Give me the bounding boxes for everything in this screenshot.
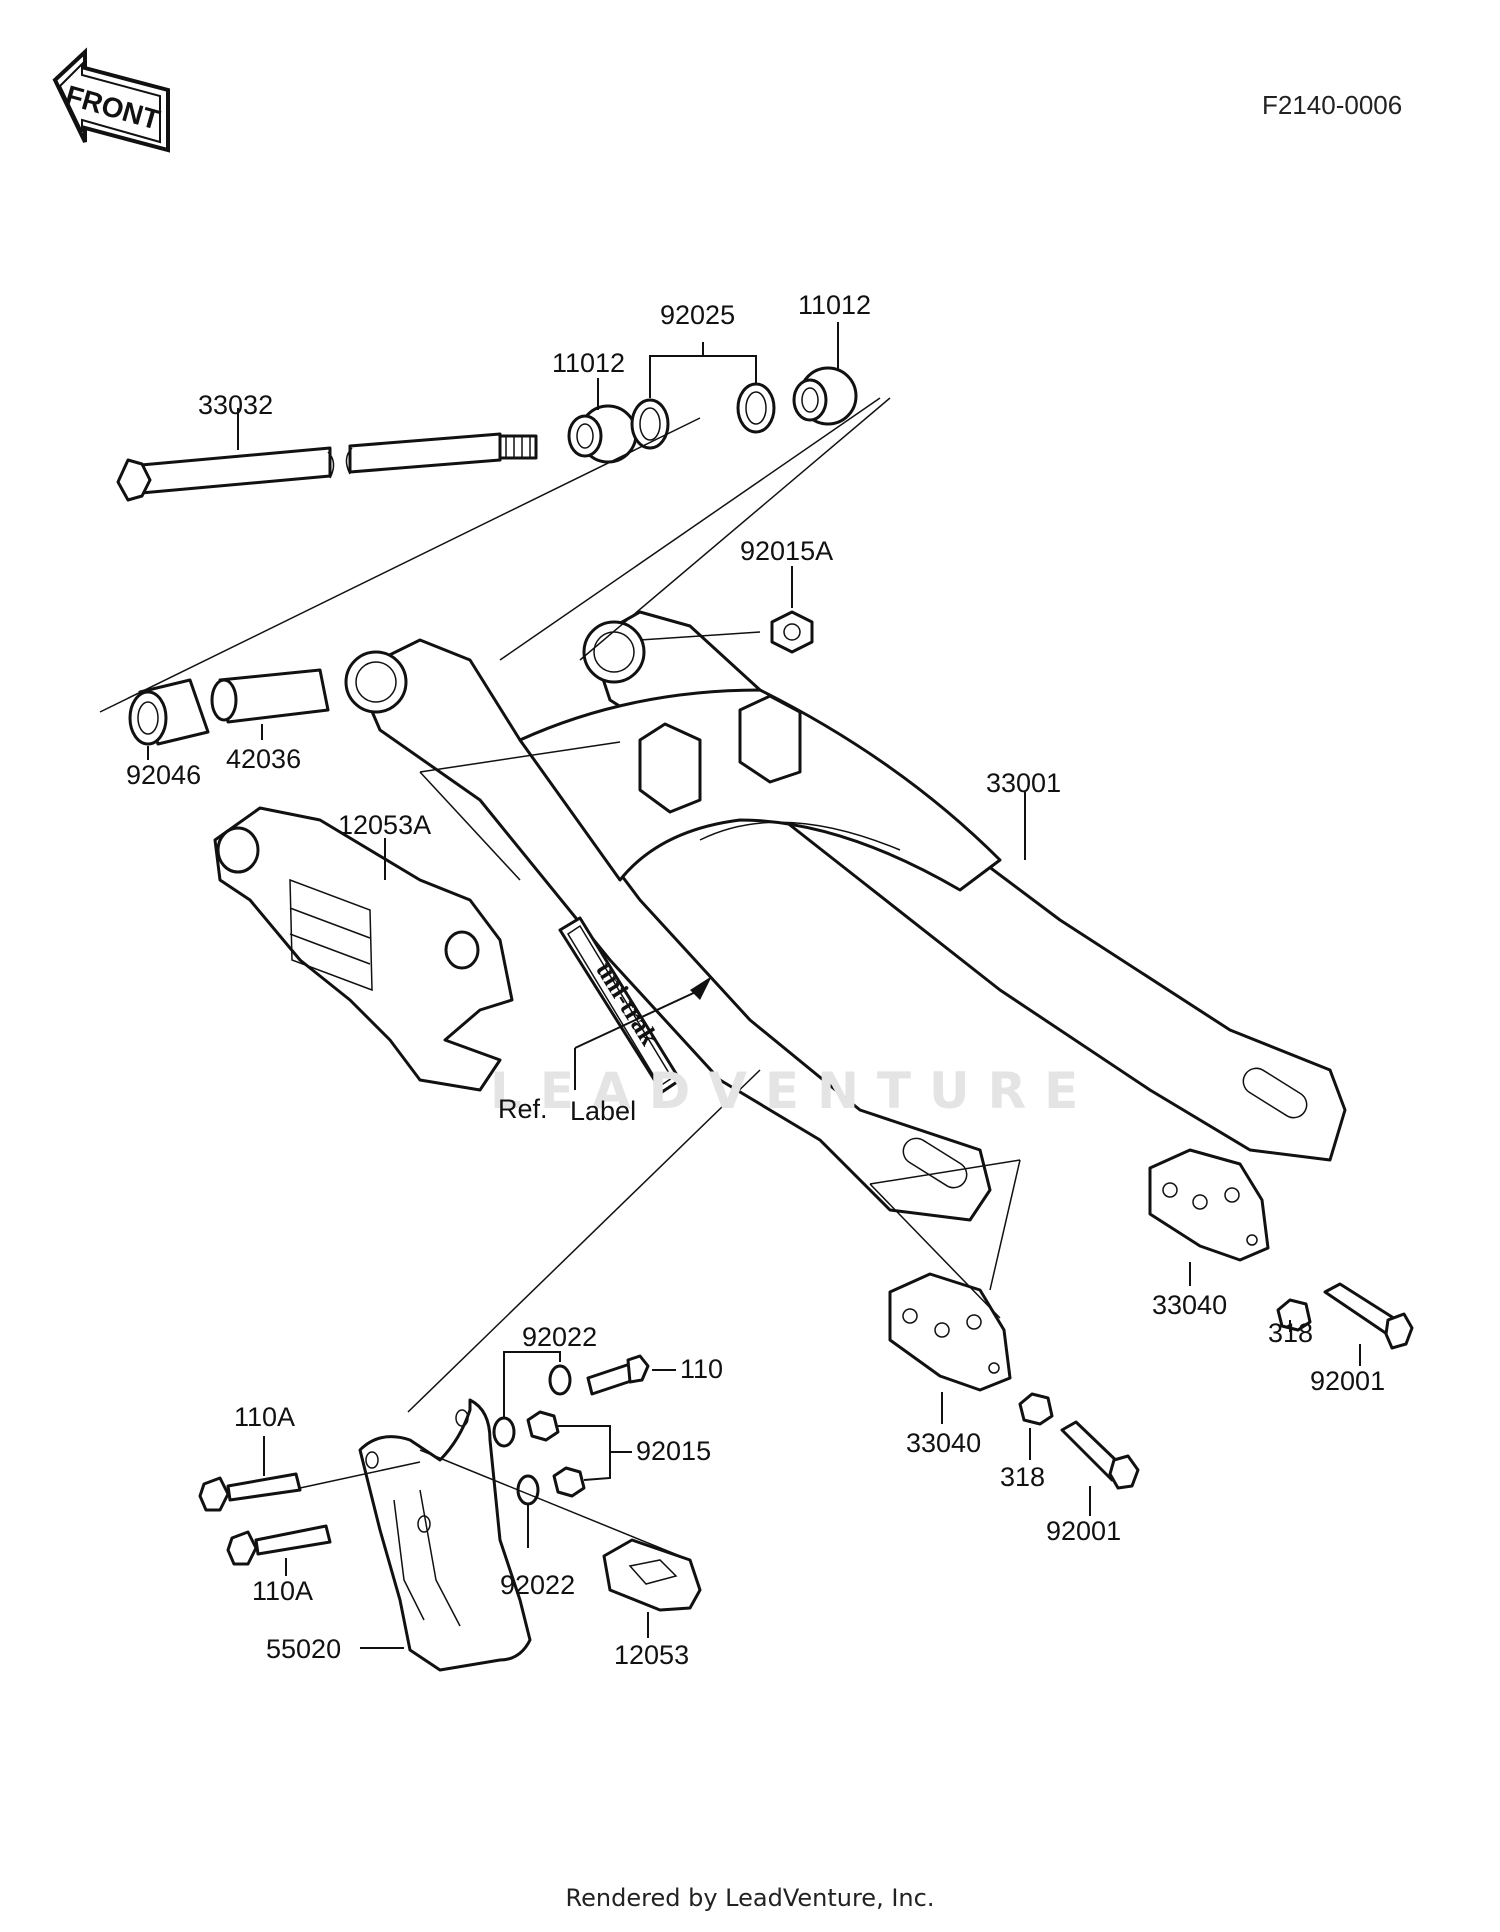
label-92001-right: 92001 [1310,1366,1386,1396]
label-label: Label [570,1096,637,1126]
adjuster-33040-left [888,1272,1012,1392]
footer-credit: Rendered by LeadVenture, Inc. [565,1884,935,1912]
watermark: LEADVENTURE [490,1062,1097,1120]
label-33040-right: 33040 [1152,1290,1228,1320]
bolt-92001-left [1060,1420,1140,1490]
bushing-11012-right [792,366,858,426]
swingarm-33001 [344,610,1347,1222]
label-12053A: 12053A [338,810,432,840]
label-92001-left: 92001 [1046,1516,1122,1546]
label-11012-left: 11012 [552,348,626,378]
label-92015A: 92015A [740,536,834,566]
label-11012-right: 11012 [798,290,872,320]
bolt-92001-right [1323,1282,1414,1350]
label-33040-left: 33040 [906,1428,982,1458]
diagram-code: F2140-0006 [1262,90,1403,120]
assembly-guide-lines [99,397,1021,1557]
washer-92022-mid [492,1416,516,1448]
chain-slider-55020 [358,1398,532,1672]
label-33001: 33001 [986,768,1062,798]
label-12053: 12053 [614,1640,690,1670]
bolt-110A-upper [198,1472,302,1512]
spacer-42036 [210,668,330,724]
chain-guide-12053A [213,806,514,1092]
label-42036: 42036 [226,744,302,774]
bolt-110A-lower [226,1524,332,1566]
nut-92015-lower [552,1466,586,1498]
washer-92022-lower [516,1474,540,1506]
label-92015: 92015 [636,1436,712,1466]
bolt-110 [586,1354,650,1396]
pivot-shaft [116,432,538,502]
label-110A-lower: 110A [252,1576,314,1606]
leader-lines [147,322,1361,1649]
label-ref: Ref. [498,1094,548,1124]
label-92022-upper: 92022 [522,1322,598,1352]
washer-92022-upper [548,1364,572,1396]
nut-318-right [1276,1298,1312,1332]
label-318-left: 318 [1000,1462,1046,1492]
nut-92015A [770,610,814,654]
front-arrow-icon: FRONT [52,47,170,153]
washer-92025-left [630,398,670,450]
adjuster-33040-right [1148,1148,1270,1262]
label-92025: 92025 [660,300,736,330]
label-110: 110 [680,1354,724,1384]
label-318-right: 318 [1268,1318,1314,1348]
label-92046: 92046 [126,760,202,790]
washer-92025-right [736,382,776,434]
nut-318-left [1018,1392,1054,1426]
label-110A-upper: 110A [234,1402,296,1432]
label-55020: 55020 [266,1634,342,1664]
collar-92046 [128,678,210,746]
block-12053 [602,1538,702,1612]
label-92022-lower: 92022 [500,1570,576,1600]
nut-92015-upper [526,1410,560,1442]
label-33032: 33032 [198,390,274,420]
